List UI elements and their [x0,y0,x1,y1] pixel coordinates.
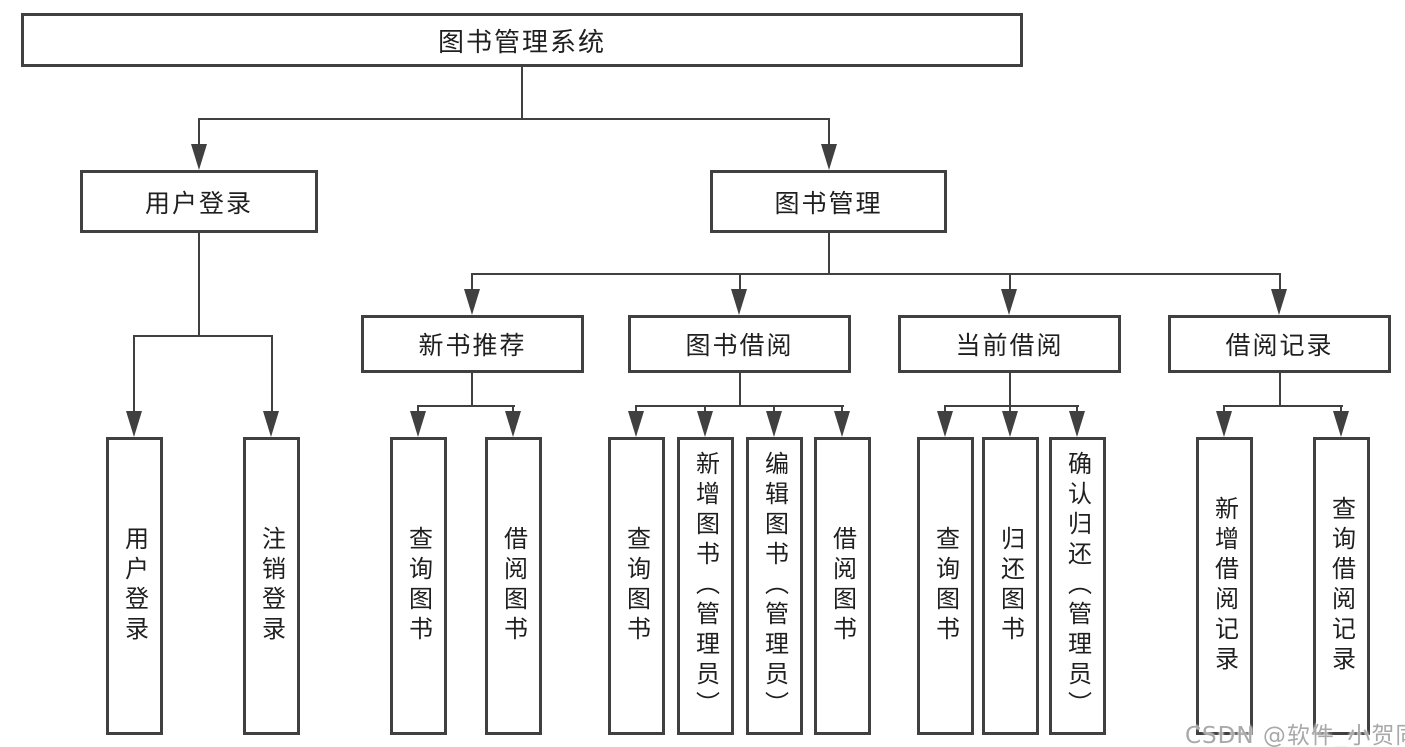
connector-stub-login-leaf [133,335,135,412]
connector-stub-current-borrow [1009,273,1011,291]
arrowhead-book-borrow [731,289,747,315]
arrowhead-add-record [1216,411,1232,437]
connector-root-rail [198,118,830,120]
connector-stub-borrow-books-b2 [512,405,514,412]
arrowhead-borrow-books-c4 [834,411,850,437]
node-user-login: 用户登录 [80,170,318,233]
arrowhead-borrow-books-b2 [505,411,521,437]
node-label: 图书管理系统 [437,27,606,58]
connector-stub-confirm-return [1076,405,1078,412]
connector-stub-return-books [1009,405,1011,412]
connector-stub-user-login [198,118,200,146]
leaf-label: 用户登录 [120,526,149,646]
node-label: 借阅记录 [1225,331,1334,360]
connector-stub-query-books-d1 [944,405,946,412]
node-new-book-recommend: 新书推荐 [361,315,584,373]
connector-book-borrow-stem [739,373,741,405]
leaf-user-login: 用户登录 [106,437,163,735]
connector-stub-borrow-books-c4 [841,405,843,412]
connector-stub-add-record [1223,405,1225,412]
connector-user-login-stem [198,233,200,335]
leaf-label: 借阅图书 [828,526,857,646]
leaf-query-books-2: 查询图书 [608,437,665,735]
leaf-label: 查询图书 [622,526,651,646]
node-label: 图书管理 [774,188,883,218]
node-library-management-system: 图书管理系统 [21,13,1023,67]
connector-new-books-stem [471,373,473,405]
leaf-label: 查询借阅记录 [1327,496,1356,676]
leaf-query-borrow-record: 查询借阅记录 [1313,437,1370,735]
leaf-label: 注销登录 [257,526,286,646]
arrowhead-edit-books [766,411,782,437]
leaf-label: 查询图书 [404,526,433,646]
node-current-borrowing: 当前借阅 [898,315,1121,373]
connector-stub-logout-leaf [271,335,273,412]
node-label: 图书借阅 [685,331,794,360]
leaf-return-books: 归还图书 [982,437,1039,735]
connector-root-stem [521,67,523,118]
connector-current-borrow-stem [1009,373,1011,405]
arrowhead-user-login [191,144,207,170]
leaf-query-books-1: 查询图书 [390,437,447,735]
arrowhead-query-books-d1 [937,411,953,437]
arrowhead-query-books-c1 [628,411,644,437]
leaf-query-books-3: 查询图书 [917,437,974,735]
leaf-label: 新增借阅记录 [1210,496,1239,676]
arrowhead-return-books [1002,411,1018,437]
arrowhead-query-books-b1 [410,411,426,437]
leaf-label: 借阅图书 [499,526,528,646]
connector-borrow-records-stem [1279,373,1281,405]
connector-stub-add-books [704,405,706,412]
connector-borrow-records-rail [1224,405,1343,407]
arrowhead-confirm-return [1069,411,1085,437]
node-book-management: 图书管理 [710,170,947,233]
arrowhead-logout-leaf [263,411,279,437]
leaf-borrow-books-2: 借阅图书 [814,437,871,735]
arrowhead-book-mgmt [821,144,837,170]
leaf-logout: 注销登录 [243,437,300,735]
arrowhead-add-books [697,411,713,437]
node-label: 新书推荐 [418,331,527,360]
node-label: 当前借阅 [955,331,1064,360]
connector-book-mgmt-stem [828,233,830,273]
connector-stub-edit-books [773,405,775,412]
leaf-label: 编辑图书（管理员） [760,451,789,721]
connector-stub-book-mgmt [828,118,830,146]
leaf-edit-books-admin: 编辑图书（管理员） [746,437,803,735]
arrowhead-current-borrow [1001,289,1017,315]
connector-new-books-rail [418,405,515,407]
leaf-label: 查询图书 [931,526,960,646]
leaf-label: 归还图书 [996,526,1025,646]
leaf-borrow-books-1: 借阅图书 [485,437,542,735]
arrowhead-login-leaf [126,411,142,437]
connector-stub-new-books [471,273,473,291]
connector-book-mgmt-rail [471,273,1281,275]
leaf-add-books-admin: 新增图书（管理员） [677,437,734,735]
arrowhead-new-books [464,289,480,315]
connector-stub-query-books-b1 [417,405,419,412]
leaf-label: 确认归还（管理员） [1063,451,1092,721]
connector-book-borrow-rail [636,405,844,407]
leaf-label: 新增图书（管理员） [691,451,720,721]
connector-user-login-rail [134,335,273,337]
connector-stub-query-record [1340,405,1342,412]
connector-current-borrow-rail [945,405,1079,407]
connector-stub-borrow-records [1279,273,1281,291]
node-label: 用户登录 [144,188,253,218]
arrowhead-query-record [1333,411,1349,437]
node-borrowing-records: 借阅记录 [1168,315,1391,373]
node-book-borrowing: 图书借阅 [628,315,851,373]
connector-stub-book-borrow [739,273,741,291]
leaf-confirm-return-admin: 确认归还（管理员） [1049,437,1106,735]
leaf-add-borrow-record: 新增借阅记录 [1196,437,1253,735]
csdn-watermark: CSDN @软件_小贺同学 [1185,723,1405,747]
connector-stub-query-books-c1 [635,405,637,412]
arrowhead-borrow-records [1271,289,1287,315]
